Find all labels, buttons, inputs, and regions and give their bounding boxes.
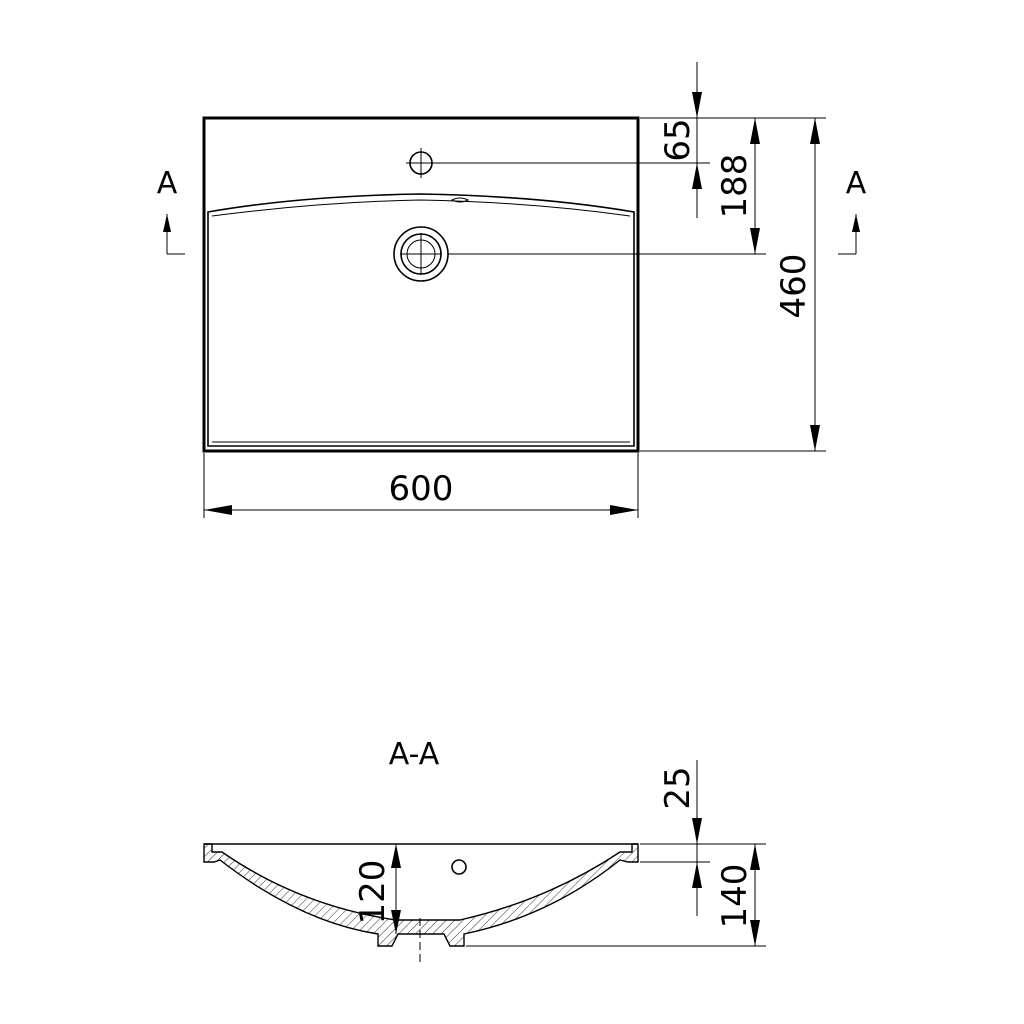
bowl-outline	[207, 193, 635, 447]
dim-arrow-120-bottom	[391, 910, 401, 934]
section-bowl-shell	[203, 843, 639, 947]
dim-label-total-height: 140	[715, 864, 755, 929]
section-title: A-A	[389, 737, 440, 772]
section-view: A-A 120 25 140	[203, 737, 766, 962]
plan-view: 65 188 460 600 A A	[157, 62, 867, 518]
dim-label-depth: 460	[774, 254, 814, 319]
dim-label-bowl-depth: 120	[353, 860, 393, 925]
section-overflow-hole	[451, 859, 467, 875]
dim-arrow-25-bottom	[692, 862, 702, 888]
dim-arrow-65-top	[692, 92, 702, 118]
dim-arrow-188-top	[750, 118, 760, 144]
basin-outline	[202, 116, 640, 453]
section-arrow-right-head	[852, 214, 860, 232]
dim-arrow-25-top	[692, 818, 702, 844]
dim-arrow-600-left	[204, 505, 232, 515]
dim-arrow-140-bottom	[750, 920, 760, 946]
dim-arrow-120-top	[391, 844, 401, 868]
dim-arrow-65-bottom	[692, 163, 702, 189]
dim-arrow-460-bottom	[810, 425, 820, 451]
dim-arrow-188-bottom	[750, 228, 760, 254]
dim-arrow-460-top	[810, 118, 820, 144]
dim-label-rim: 25	[658, 766, 698, 809]
dim-label-width: 600	[389, 469, 454, 509]
section-mark-right: A	[846, 166, 867, 201]
section-arrow-left-head	[163, 214, 171, 232]
dim-label-drain: 188	[715, 154, 755, 219]
overflow-slot	[450, 197, 470, 203]
section-mark-left: A	[157, 166, 178, 201]
bowl-rim-line	[211, 199, 631, 217]
dim-label-tap-hole: 65	[658, 118, 698, 161]
dim-arrow-140-top	[750, 844, 760, 870]
dim-arrow-600-right	[610, 505, 638, 515]
